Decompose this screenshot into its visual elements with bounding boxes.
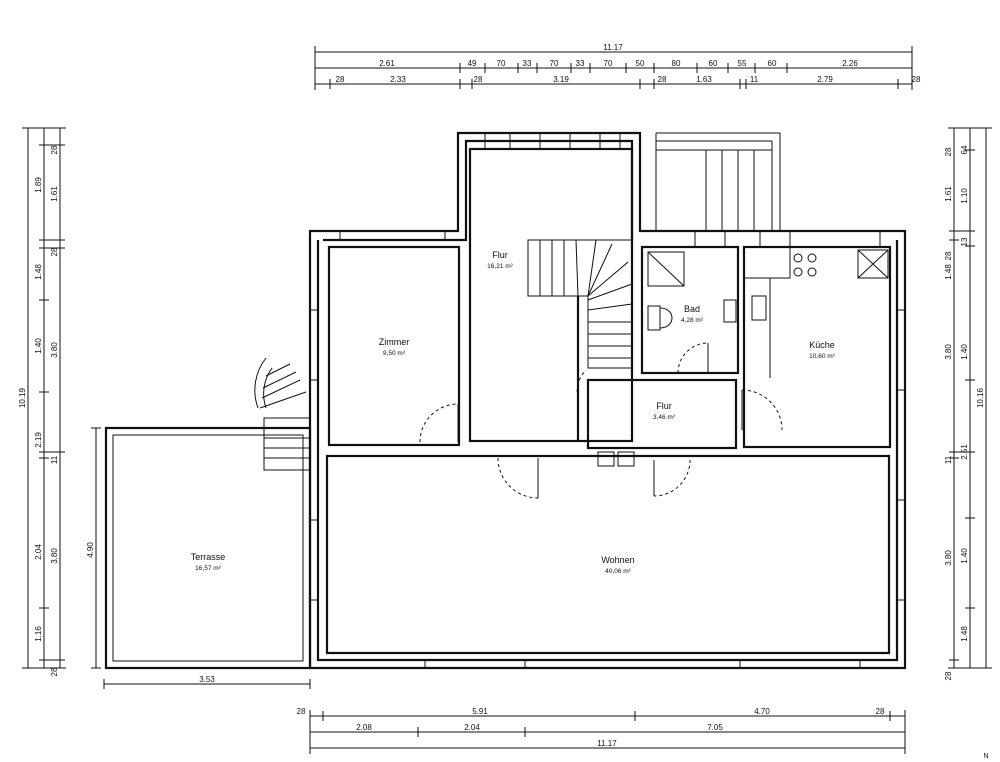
dim-bottom-r2-2: 7.05 bbox=[707, 723, 723, 732]
dim-right-c2-2: 13 bbox=[960, 237, 969, 246]
dim-bottom-r1-1: 5.91 bbox=[472, 707, 488, 716]
terrace bbox=[104, 426, 312, 670]
dim-right-4: 3.80 bbox=[944, 344, 953, 360]
dim-bottom-r1-3: 28 bbox=[876, 707, 885, 716]
dim-left-0: 1.89 bbox=[34, 177, 43, 193]
dim-bottom-r1-0: 28 bbox=[297, 707, 306, 716]
dim-top-r2-1: 49 bbox=[468, 59, 477, 68]
room-flur-top-name: Flur bbox=[492, 250, 508, 260]
dim-top-r2-0: 2.61 bbox=[379, 59, 395, 68]
room-wohnen-name: Wohnen bbox=[601, 555, 634, 565]
dim-left-3: 1.48 bbox=[34, 264, 43, 280]
room-wohnen-area: 40,06 m² bbox=[605, 568, 631, 575]
dim-right-outer: 10.16 bbox=[976, 387, 985, 408]
dim-top-r3-0: 28 bbox=[336, 75, 345, 84]
dim-top-r2-11: 60 bbox=[768, 59, 777, 68]
dim-top-r3-6: 11 bbox=[750, 75, 759, 84]
left-dimensions: 10.19 1.89 28 1.61 1.48 28 1.40 3.80 2.1… bbox=[18, 127, 101, 676]
dim-left-1: 28 bbox=[50, 145, 59, 154]
dim-left-10: 3.80 bbox=[50, 548, 59, 564]
dim-top-r2-12: 2.26 bbox=[842, 59, 858, 68]
dim-top-r2-4: 70 bbox=[550, 59, 559, 68]
room-flur-top-area: 16,21 m² bbox=[487, 263, 513, 270]
dim-top-r3-8: 28 bbox=[912, 75, 921, 84]
dim-right-3: 28 bbox=[944, 251, 953, 260]
dim-left-8: 11 bbox=[50, 455, 59, 464]
dim-top-r2-5: 33 bbox=[576, 59, 585, 68]
dim-left-12: 28 bbox=[50, 667, 59, 676]
room-bad-name: Bad bbox=[684, 304, 700, 314]
dim-left-9: 2.04 bbox=[34, 544, 43, 560]
dim-top-r3-7: 2.79 bbox=[817, 75, 833, 84]
dim-right-7: 28 bbox=[944, 671, 953, 680]
doors bbox=[419, 342, 783, 499]
room-terrasse-area: 16,57 m² bbox=[195, 565, 221, 572]
dim-right-c2-6: 1.48 bbox=[960, 626, 969, 642]
dim-left-outer: 10.19 bbox=[18, 387, 27, 408]
dim-top-total: 11.17 bbox=[603, 43, 623, 52]
dim-top-r2-2: 70 bbox=[497, 59, 506, 68]
room-terrasse-name: Terrasse bbox=[191, 552, 226, 562]
dim-bottom-r2-0: 2.08 bbox=[356, 723, 372, 732]
room-flur-mid-name: Flur bbox=[656, 401, 672, 411]
dim-top-r2-7: 50 bbox=[636, 59, 645, 68]
dim-top-r2-3: 33 bbox=[523, 59, 532, 68]
dim-top-r3-2: 28 bbox=[474, 75, 483, 84]
dim-top-r2-10: 55 bbox=[738, 59, 747, 68]
top-dimensions: 11.17 2.61 49 70 33 70 33 70 50 80 60 55… bbox=[314, 43, 921, 90]
dim-bottom-r1-2: 4.70 bbox=[754, 707, 770, 716]
dim-right-0: 28 bbox=[944, 147, 953, 156]
dim-top-r3-3: 3.19 bbox=[553, 75, 569, 84]
room-labels: Flur 16,21 m² Zimmer 9,50 m² Bad 4,28 m²… bbox=[191, 250, 836, 575]
dim-right-c2-0: 64 bbox=[960, 145, 969, 154]
dim-left-7: 2.19 bbox=[34, 432, 43, 448]
dim-right-c2-3: 1.40 bbox=[960, 344, 969, 360]
north-label: N bbox=[983, 753, 988, 760]
dim-right-c2-5: 1.40 bbox=[960, 548, 969, 564]
walls bbox=[308, 131, 907, 670]
dim-bottom-r2-1: 2.04 bbox=[464, 723, 480, 732]
fixtures bbox=[647, 247, 889, 378]
dim-top-r2-6: 70 bbox=[604, 59, 613, 68]
dim-left-2: 1.61 bbox=[50, 186, 59, 202]
room-zimmer-name: Zimmer bbox=[379, 337, 410, 347]
dim-top-r3-5: 1.63 bbox=[696, 75, 712, 84]
central-staircase bbox=[527, 239, 633, 441]
exterior-staircase bbox=[254, 357, 311, 471]
room-zimmer-area: 9,50 m² bbox=[383, 350, 406, 357]
dim-left-terrace: 4.90 bbox=[86, 542, 95, 558]
room-kueche-area: 10,60 m² bbox=[809, 353, 835, 360]
room-kueche-name: Küche bbox=[809, 340, 835, 350]
dim-right-c2-4: 2.51 bbox=[960, 444, 969, 460]
dim-right-c2-1: 1.10 bbox=[960, 188, 969, 204]
room-flur-mid-area: 3,46 m² bbox=[653, 414, 676, 421]
dim-right-6: 3.80 bbox=[944, 550, 953, 566]
dim-left-11: 1.16 bbox=[34, 626, 43, 642]
room-bad-area: 4,28 m² bbox=[681, 317, 704, 324]
dim-right-1: 1.61 bbox=[944, 186, 953, 202]
right-dimensions: 28 1.61 1.48 28 3.80 11 3.80 28 64 1.10 … bbox=[944, 127, 992, 680]
dim-top-r3-4: 28 bbox=[658, 75, 667, 84]
dim-top-r3-1: 2.33 bbox=[390, 75, 406, 84]
dim-right-2: 1.48 bbox=[944, 264, 953, 280]
dim-bottom-terrace: 3.53 bbox=[199, 675, 215, 684]
dim-bottom-total: 11.17 bbox=[597, 739, 617, 748]
dim-right-5: 11 bbox=[944, 455, 953, 464]
dim-top-r2-9: 60 bbox=[709, 59, 718, 68]
dim-left-5: 1.40 bbox=[34, 338, 43, 354]
bottom-dimensions: 3.53 28 5.91 4.70 28 2.08 2.04 7.05 11.1… bbox=[103, 675, 906, 754]
dim-left-4: 28 bbox=[50, 247, 59, 256]
dim-left-6: 3.80 bbox=[50, 342, 59, 358]
dim-top-r2-8: 80 bbox=[672, 59, 681, 68]
